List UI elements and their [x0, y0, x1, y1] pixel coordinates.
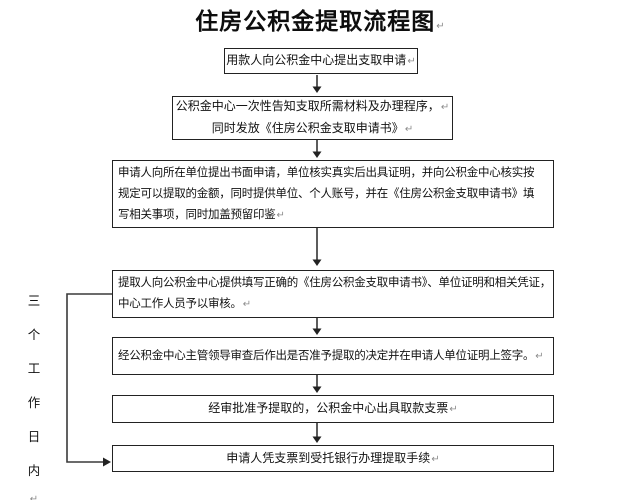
step-text: 经审批准予提取的，公积金中心出具取款支票: [208, 401, 449, 415]
side-label-char: 工: [27, 362, 41, 376]
return-mark: ↵: [436, 21, 446, 32]
side-label-char: 作: [27, 396, 41, 410]
arrow-step3-to-step4: [312, 228, 322, 266]
arrow-step5-to-step6: [312, 375, 322, 393]
flow-step-3-line-2: 规定可以提取的金额，同时提供单位、个人账号，并在《住房公积金支取申请书》填: [113, 184, 553, 205]
step-text: 经公积金中心主管领导审查后作出是否准予提取的决定并在申请人单位证明上签字。: [118, 349, 535, 362]
step-text: 写相关事项，同时加盖预留印鉴: [118, 208, 276, 221]
flow-step-7-text: 申请人凭支票到受托银行办理提取手续↵: [113, 448, 553, 470]
flow-step-2: 公积金中心一次性告知支取所需材料及办理程序，↵ 同时发放《住房公积金支取申请书》…: [172, 96, 453, 140]
step-text: 同时发放《住房公积金支取申请书》: [211, 121, 404, 135]
arrow-step2-to-step3: [312, 140, 322, 158]
arrow-step4-to-step5: [312, 318, 322, 335]
step-text: 申请人凭支票到受托银行办理提取手续: [226, 450, 431, 465]
return-mark: ↵: [407, 56, 416, 67]
flow-step-3-line-1: 申请人向所在单位提出书面申请，单位核实真实后出具证明，并向公积金中心核实按: [113, 163, 553, 184]
flow-step-4: 提取人向公积金中心提供填写正确的《住房公积金支取申请书》、单位证明和相关凭证， …: [112, 270, 554, 318]
flow-step-2-line-2: 同时发放《住房公积金支取申请书》↵: [173, 118, 452, 140]
side-label-char: 三: [27, 294, 41, 308]
flow-step-2-line-1: 公积金中心一次性告知支取所需材料及办理程序，↵: [173, 96, 452, 118]
flow-step-5: 经公积金中心主管领导审查后作出是否准予提取的决定并在申请人单位证明上签字。↵: [112, 337, 554, 375]
return-mark: ↵: [242, 299, 251, 310]
flow-step-4-line-2: 中心工作人员予以审核。↵: [113, 294, 553, 315]
page-title: 住房公积金提取流程图↵: [0, 2, 641, 36]
side-label-char: 内: [27, 464, 41, 478]
step-text: 公积金中心一次性告知支取所需材料及办理程序，: [175, 99, 440, 113]
three-day-bracket-arrow: [66, 293, 112, 467]
flow-step-1: 用款人向公积金中心提出支取申请↵: [224, 48, 418, 74]
return-mark: ↵: [431, 453, 440, 465]
step-text: 中心工作人员予以审核。: [118, 298, 242, 310]
page-title-text: 住房公积金提取流程图: [195, 8, 436, 34]
arrow-step6-to-step7: [312, 423, 322, 443]
arrow-step1-to-step2: [312, 75, 322, 93]
return-mark: ↵: [440, 102, 450, 113]
side-label-three-working-days: 三 个 工 作 日 内 ↵: [24, 290, 44, 500]
flow-step-6: 经审批准予提取的，公积金中心出具取款支票↵: [112, 395, 554, 423]
step-text: 申请人向所在单位提出书面申请，单位核实真实后出具证明，并向公积金中心核实按: [118, 166, 535, 179]
return-mark: ↵: [276, 209, 285, 221]
flow-step-3: 申请人向所在单位提出书面申请，单位核实真实后出具证明，并向公积金中心核实按 规定…: [112, 160, 554, 228]
side-label-char: 个: [27, 328, 41, 342]
flow-step-1-text: 用款人向公积金中心提出支取申请↵: [225, 50, 417, 72]
step-text: 规定可以提取的金额，同时提供单位、个人账号，并在《住房公积金支取申请书》填: [118, 187, 535, 200]
flow-step-6-text: 经审批准予提取的，公积金中心出具取款支票↵: [113, 398, 553, 420]
step-text: 用款人向公积金中心提出支取申请: [226, 53, 407, 67]
flow-step-7: 申请人凭支票到受托银行办理提取手续↵: [112, 445, 554, 472]
return-mark: ↵: [535, 350, 544, 362]
return-mark: ↵: [404, 124, 414, 135]
flow-step-4-line-1: 提取人向公积金中心提供填写正确的《住房公积金支取申请书》、单位证明和相关凭证，: [113, 273, 553, 294]
return-mark: ↵: [29, 494, 39, 500]
flow-step-3-line-3: 写相关事项，同时加盖预留印鉴↵: [113, 205, 553, 226]
flow-step-5-text: 经公积金中心主管领导审查后作出是否准予提取的决定并在申请人单位证明上签字。↵: [113, 346, 553, 367]
return-mark: ↵: [449, 404, 458, 415]
side-label-char: 日: [27, 430, 41, 444]
step-text: 提取人向公积金中心提供填写正确的《住房公积金支取申请书》、单位证明和相关凭证，: [118, 277, 551, 289]
